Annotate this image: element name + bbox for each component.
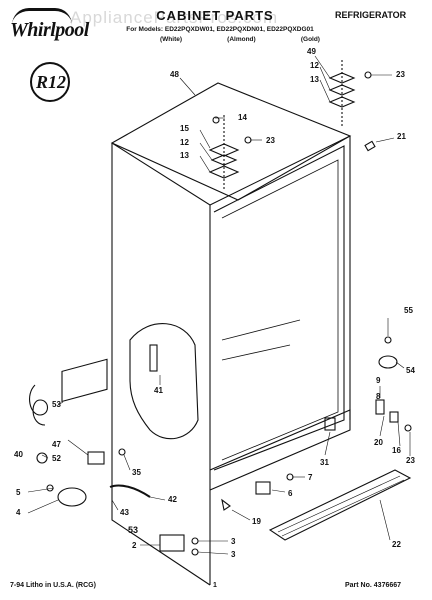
part-21 [364, 140, 376, 152]
grille-line [277, 475, 401, 533]
hinge-13 [208, 165, 240, 179]
callout-48: 48 [170, 70, 179, 79]
cabinet-top [110, 82, 352, 201]
side-cutout [129, 323, 199, 440]
callout-43: 43 [120, 508, 129, 517]
callout-3a: 3 [231, 537, 236, 546]
callout-5: 5 [16, 488, 21, 497]
part-40 [36, 452, 48, 464]
callout-9: 9 [376, 376, 381, 385]
callout-8: 8 [376, 392, 381, 401]
callout-14: 14 [238, 113, 247, 122]
screw-3a [191, 537, 199, 545]
callout-42: 42 [168, 495, 177, 504]
part-47 [61, 358, 108, 403]
cabinet-front-top [111, 135, 351, 206]
callout-53a: 53 [52, 400, 61, 409]
callout-40: 40 [14, 450, 23, 459]
color-list: (White) (Almond) (Gold) [160, 36, 320, 43]
category-label: REFRIGERATOR [335, 10, 407, 20]
part-2 [159, 534, 185, 552]
part-42 [109, 484, 151, 498]
toe-grille [268, 469, 412, 541]
callout-3b: 3 [231, 550, 236, 559]
screw-23c [404, 424, 412, 432]
callout-23a: 23 [396, 70, 405, 79]
callout-7: 7 [308, 473, 313, 482]
r12-badge-circle [30, 62, 70, 102]
part-9 [375, 399, 385, 415]
model-list: For Models: ED22PQXDW01, ED22PQXDN01, ED… [126, 26, 314, 33]
inner-shelf-line [221, 319, 301, 341]
callout-21: 21 [397, 132, 406, 141]
logo-swoosh [12, 8, 72, 25]
callout-23c: 23 [406, 456, 415, 465]
callout-19: 19 [252, 517, 261, 526]
callout-6: 6 [288, 489, 293, 498]
footer-part-number: Part No. 4376667 [345, 582, 402, 589]
callout-47: 47 [52, 440, 61, 449]
inner-shelf-line-2 [221, 344, 291, 361]
screw-3b [191, 548, 199, 556]
wire-coil-8 [29, 384, 49, 426]
part-35 [118, 448, 126, 456]
screw-23a [364, 71, 372, 79]
callout-12b: 12 [180, 138, 189, 147]
callout-55: 55 [404, 306, 413, 315]
hinge-15 [208, 143, 240, 157]
screw-55 [384, 336, 392, 344]
page-title: CABINET PARTS [156, 8, 274, 23]
callout-49: 49 [307, 47, 316, 56]
color-gold: (Gold) [300, 36, 320, 43]
callout-4: 4 [16, 508, 21, 517]
whirlpool-logo: Whirlpool [10, 6, 92, 46]
part-19 [221, 498, 231, 511]
cabinet-left-edge [111, 143, 211, 586]
callout-22: 22 [392, 540, 401, 549]
callout-54: 54 [406, 366, 415, 375]
callout-13b: 13 [180, 151, 189, 160]
callout-13a: 13 [310, 75, 319, 84]
part-54 [378, 355, 398, 369]
brand-name: Whirlpool [10, 19, 89, 41]
callout-12a: 12 [310, 61, 319, 70]
callout-16: 16 [392, 446, 401, 455]
part-6 [255, 481, 271, 495]
r12-badge-label: R12 [36, 72, 67, 92]
callout-31: 31 [320, 458, 329, 467]
hinge-13a [328, 96, 356, 108]
callout-35: 35 [132, 468, 141, 477]
part-16 [389, 411, 399, 423]
footer-litho: 7-94 Litho in U.S.A. (RCG) [10, 582, 96, 589]
callout-41: 41 [154, 386, 163, 395]
color-almond: (Almond) [227, 36, 256, 43]
part-52 [87, 451, 105, 465]
color-white: (White) [160, 36, 183, 43]
part-41 [149, 344, 158, 372]
callout-53b: 53 [128, 525, 139, 535]
footer-page-number: 1 [213, 582, 217, 589]
callout-20: 20 [374, 438, 383, 447]
part-31 [324, 417, 336, 431]
callout-23b: 23 [266, 136, 275, 145]
callout-2: 2 [132, 541, 137, 550]
cabinet-inner [221, 159, 339, 461]
grille-line-2 [281, 479, 405, 537]
callout-15: 15 [180, 124, 189, 133]
watermark: AppliancePartsPros.com [70, 8, 279, 27]
screw-14 [212, 116, 220, 124]
hinge-12a [328, 84, 356, 96]
callout-52: 52 [52, 454, 61, 463]
cabinet-base [209, 409, 351, 491]
hinge-49 [328, 72, 356, 84]
cabinet-opening [213, 145, 345, 471]
part-4 [57, 487, 87, 507]
hinge-12 [210, 154, 238, 166]
